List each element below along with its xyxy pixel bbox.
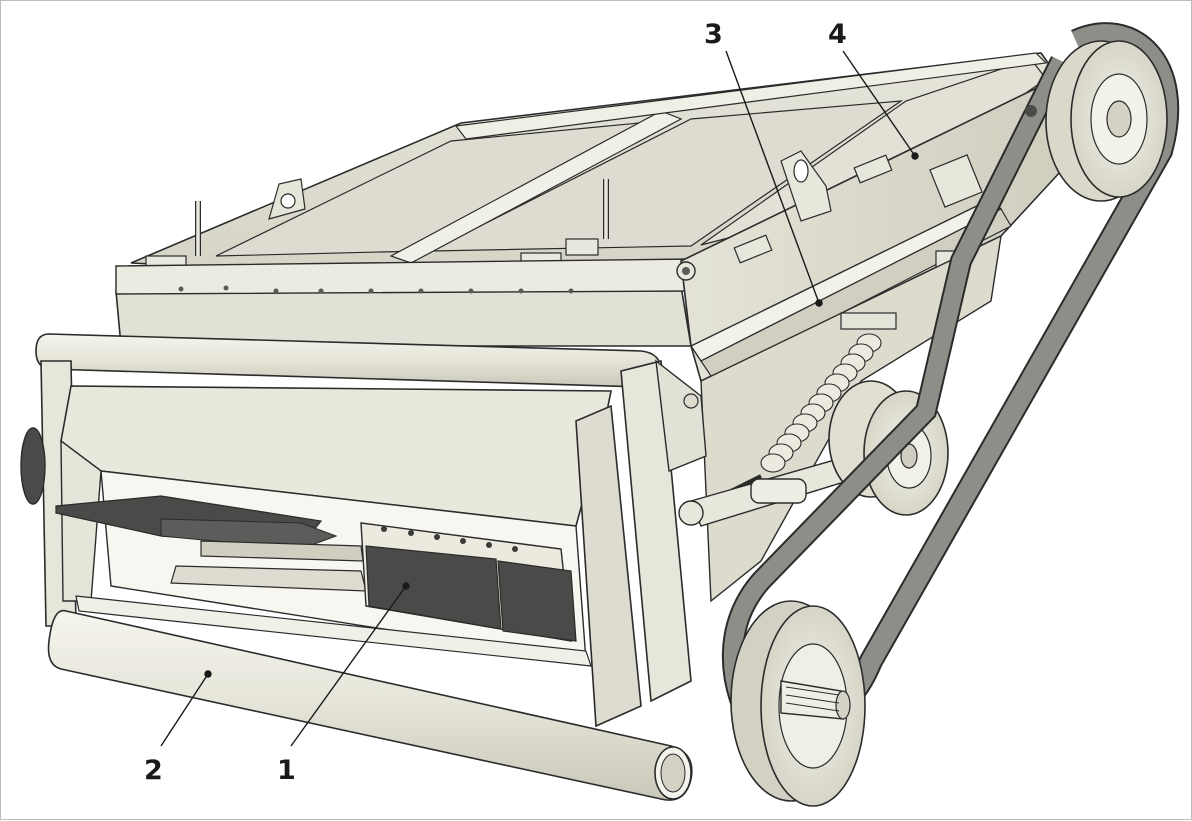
machine-side-wall [676, 79, 1062, 603]
discharge-opening [55, 470, 592, 667]
callout-2: 2 [144, 755, 163, 786]
discharge-hood [60, 385, 642, 728]
lower-drive-pulley [730, 600, 866, 807]
upper-drive-pulley [1025, 40, 1168, 202]
callout-leaders [160, 50, 919, 747]
callout-4: 4 [828, 19, 847, 50]
callout-1: 1 [277, 755, 296, 786]
machine-front-face [115, 258, 692, 347]
callout-3: 3 [704, 19, 723, 50]
